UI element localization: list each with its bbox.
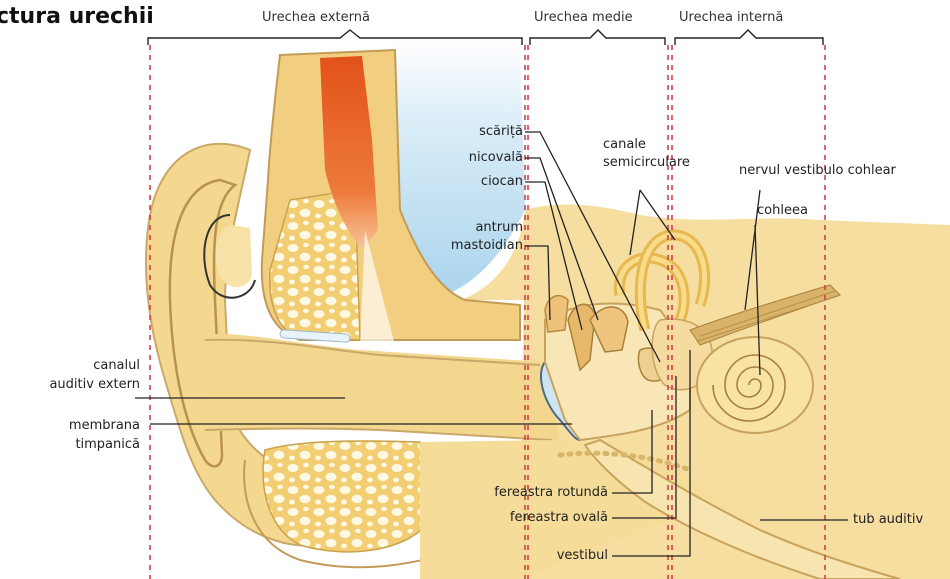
label-fereastra-ovala: fereastra ovală — [430, 510, 608, 526]
diagram-title: ctura urechii — [0, 4, 154, 29]
label-canalul-line2: auditiv extern — [0, 377, 140, 393]
label-ciocan: ciocan — [430, 174, 523, 190]
section-label-middle: Urechea medie — [534, 10, 633, 25]
label-membrana-line2: timpanică — [0, 437, 140, 453]
label-nicovala: nicovală — [430, 150, 523, 166]
section-label-inner: Urechea internă — [679, 10, 783, 25]
label-scarita: scăriță — [430, 124, 523, 140]
label-tub-auditiv: tub auditiv — [853, 512, 923, 528]
label-canale-line2: semicirculare — [603, 155, 690, 171]
label-membrana-line1: membrana — [0, 418, 140, 434]
cartilage-lower — [263, 441, 430, 552]
concha — [215, 225, 252, 287]
section-label-outer: Urechea externă — [262, 10, 370, 25]
label-fereastra-rotunda: fereastra rotundă — [430, 485, 608, 501]
label-cohleea: cohleea — [757, 203, 808, 219]
label-antrum-line1: antrum — [430, 220, 523, 236]
label-canalul-line1: canalul — [0, 358, 140, 374]
label-vestibul: vestibul — [430, 548, 608, 564]
cochlea — [697, 337, 813, 433]
label-nervul: nervul vestibulo cohlear — [739, 163, 896, 179]
label-canale-line1: canale — [603, 137, 646, 153]
label-antrum-line2: mastoidian — [420, 238, 523, 254]
antrum — [545, 296, 568, 332]
